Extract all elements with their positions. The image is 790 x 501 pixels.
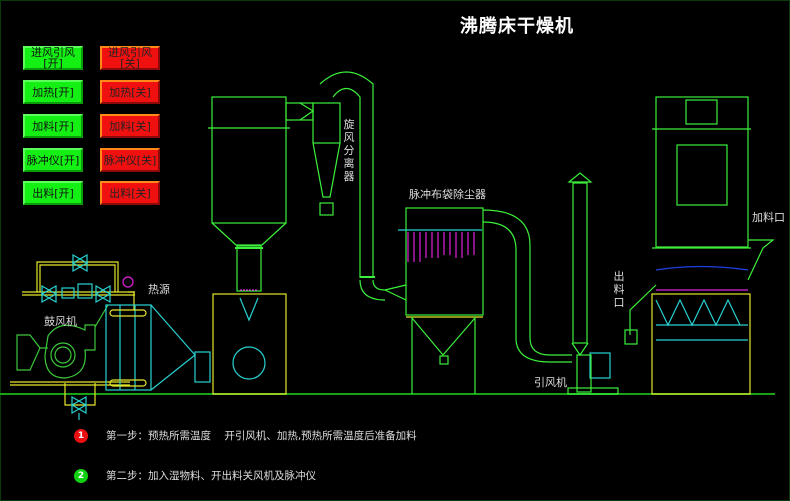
lower-support (212, 289, 287, 395)
pulse-off-button[interactable]: 脉冲仪[关] (100, 148, 160, 172)
step-1-badge: 1 (74, 428, 88, 443)
cyclone-label: 旋风分离器 (343, 118, 355, 183)
induced-fan-label: 引风机 (534, 376, 567, 389)
filter-bags (398, 229, 482, 262)
discharge-off-button[interactable]: 出料[关] (100, 181, 160, 205)
blower-label: 鼓风机 (44, 315, 77, 328)
heat-source-label: 热源 (148, 283, 170, 296)
pulse-on-button[interactable]: 脉冲仪[开] (23, 148, 83, 172)
fluid-bed (624, 96, 775, 395)
step-2-text: 第二步：加入湿物料、开出料关风机及脉冲仪 (106, 470, 316, 482)
feed-off-button[interactable]: 加料[关] (100, 114, 160, 138)
discharge-on-button[interactable]: 出料[开] (23, 181, 83, 205)
valves (40, 253, 112, 420)
fan-off-button[interactable]: 进风引风[关] (100, 46, 160, 70)
bag-filter-label: 脉冲布袋除尘器 (409, 188, 486, 201)
page-title: 沸腾床干燥机 (460, 16, 574, 37)
heat-off-button[interactable]: 加热[关] (100, 80, 160, 104)
dryer-chamber (208, 96, 315, 292)
inlet-label: 加料口 (752, 211, 785, 224)
step-2-badge: 2 (74, 468, 88, 483)
heat-on-button[interactable]: 加热[开] (23, 80, 83, 104)
cyclone-separator (312, 71, 386, 301)
feed-on-button[interactable]: 加料[开] (23, 114, 83, 138)
pressure-gauge-icon (122, 276, 134, 288)
bag-filter (383, 207, 572, 394)
blower (16, 304, 109, 379)
heat-exchanger (105, 304, 211, 391)
outlet-label: 出料口 (613, 270, 625, 309)
step-1: 1 第一步：预热所需温度 开引风机、加热,预热所需温度后准备加料 (74, 428, 417, 443)
exhaust-stack (567, 172, 619, 395)
step-2: 2 第二步：加入湿物料、开出料关风机及脉冲仪 (74, 468, 316, 483)
fan-on-button[interactable]: 进风引风[开] (23, 46, 83, 70)
steam-piping (10, 261, 135, 406)
step-1-text: 第一步：预热所需温度 开引风机、加热,预热所需温度后准备加料 (106, 430, 417, 442)
